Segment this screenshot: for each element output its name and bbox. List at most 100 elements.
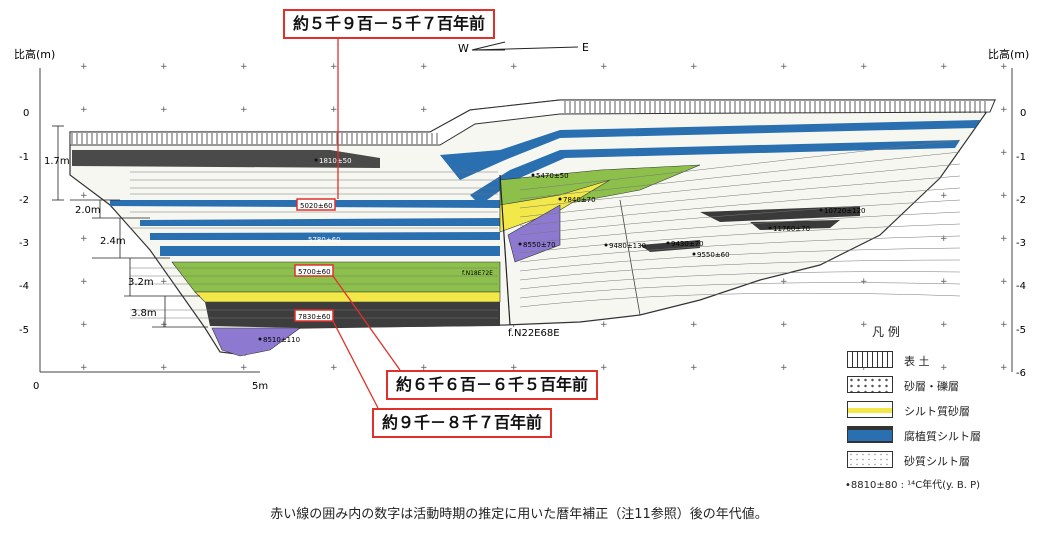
date-label: 9430±70	[671, 240, 704, 248]
scale-end: 5m	[252, 381, 268, 392]
right-tick: -4	[1016, 281, 1026, 292]
right-tick: -6	[1016, 368, 1026, 379]
grid-plus: +	[780, 62, 788, 72]
grid-plus: +	[420, 105, 428, 115]
right-axis-title: 比高(m)	[988, 47, 1029, 61]
grid-plus: +	[420, 363, 428, 373]
grid-plus: +	[80, 234, 88, 244]
callout-bottom: 約９千－８千７百年前	[372, 408, 553, 438]
grid-plus: +	[160, 277, 168, 287]
date-label: 8550±70	[523, 241, 556, 249]
date-label: 1810±50	[319, 157, 352, 165]
left-axis-title: 比高(m)	[14, 47, 55, 61]
grid-plus: +	[780, 363, 788, 373]
grid-plus: +	[940, 277, 948, 287]
legend-swatch-sandy-silt	[847, 451, 893, 468]
right-tick: -5	[1016, 325, 1026, 336]
date-label: 7830±60	[298, 313, 331, 321]
date-labels: 1810±50 5020±60 5780±60 5700±60 7830±60 …	[258, 157, 866, 344]
left-axis-ticks: 0 -1 -2 -3 -4 -5	[19, 108, 29, 336]
dark-lens-3	[640, 240, 700, 252]
silty-sand-right	[499, 179, 611, 233]
grid-plus: +	[240, 363, 248, 373]
callout-leaders	[332, 31, 401, 409]
right-tick: -1	[1016, 152, 1026, 163]
grid-plus: +	[240, 62, 248, 72]
grid-plus: +	[80, 277, 88, 287]
west-label: W	[458, 42, 469, 55]
grid-plus: +	[330, 105, 338, 115]
grid-plus: +	[780, 277, 788, 287]
grid-plus: +	[160, 320, 168, 330]
date-label: 8510±110	[263, 336, 300, 344]
humic-band-4	[160, 246, 500, 256]
grid-plus: +	[160, 363, 168, 373]
grid-plus: +	[860, 363, 868, 373]
legend-item: 砂層・礫層	[904, 380, 959, 393]
date-label: 5700±60	[298, 268, 331, 276]
date-box	[294, 264, 334, 277]
grid-plus: +	[160, 62, 168, 72]
grid-plus: +	[860, 277, 868, 287]
topsoil-layer	[69, 99, 996, 146]
grid-plus: +	[940, 320, 948, 330]
humic-band-right-1	[440, 120, 980, 180]
grid-plus: +	[1000, 320, 1008, 330]
grid-plus: +	[420, 62, 428, 72]
date-label: 5020±60	[300, 202, 333, 210]
grid-plus: +	[80, 320, 88, 330]
dark-layer-upper	[72, 150, 380, 168]
grid-plus: +	[510, 62, 518, 72]
legend-item: 砂質シルト層	[904, 455, 970, 468]
y-tick: -5	[19, 325, 29, 336]
date-box	[296, 198, 336, 211]
right-tick: 0	[1020, 108, 1026, 119]
legend-swatch-topsoil	[847, 351, 893, 368]
grid-plus: +	[940, 234, 948, 244]
grid-plus: +	[1000, 363, 1008, 373]
grid-plus: +	[80, 191, 88, 201]
grid-plus: +	[160, 105, 168, 115]
grid-plus: +	[1000, 105, 1008, 115]
grid-plus: +	[1000, 191, 1008, 201]
purple-layer-left	[211, 327, 301, 357]
legend-item: 腐植質シルト層	[904, 430, 981, 443]
legend-item: シルト質砂層	[904, 405, 970, 418]
laminae	[130, 139, 961, 319]
grid-plus: +	[510, 363, 518, 373]
date-label: 11760±70	[773, 225, 810, 233]
legend-swatch-humic	[847, 426, 893, 443]
grid-plus: +	[240, 105, 248, 115]
depth-marker: 2.0m	[75, 205, 101, 216]
grid-plus: +	[80, 105, 88, 115]
grid-plus: +	[80, 363, 88, 373]
depth-markers	[52, 125, 208, 328]
legend-swatch-silty-sand	[847, 401, 893, 418]
grid-plus: +	[940, 191, 948, 201]
fault-line-secondary	[619, 199, 641, 316]
callout-top: 約５千９百－５千７百年前	[283, 9, 496, 39]
date-label: 7840±70	[563, 196, 596, 204]
grid-plus: +	[690, 320, 698, 330]
humic-band-3	[150, 232, 500, 240]
grid-plus: +	[940, 62, 948, 72]
grid-plus: +	[860, 320, 868, 330]
grid-plus: +	[690, 363, 698, 373]
y-tick: 0	[23, 108, 29, 119]
date-label: 9550±60	[697, 251, 730, 259]
date-label: 10720±120	[824, 207, 866, 215]
y-tick: -1	[19, 152, 29, 163]
grid-plus: +	[600, 363, 608, 373]
grid-plus: +	[330, 363, 338, 373]
right-tick: -3	[1016, 238, 1026, 249]
date-label: 9480±130	[609, 242, 646, 250]
direction-arrow: W E	[458, 41, 589, 55]
figure-caption: 赤い線の囲み内の数字は活動時期の推定に用いた暦年補正（注11参照）後の年代値。	[270, 507, 768, 522]
legend-note: •8810±80 : ¹⁴C年代(y. B. P)	[845, 480, 981, 491]
depth-marker: 2.4m	[100, 236, 126, 247]
green-layer-left	[171, 261, 501, 293]
grid-plus: +	[1000, 234, 1008, 244]
humic-band-right-2	[470, 140, 960, 205]
east-label: E	[582, 41, 589, 54]
